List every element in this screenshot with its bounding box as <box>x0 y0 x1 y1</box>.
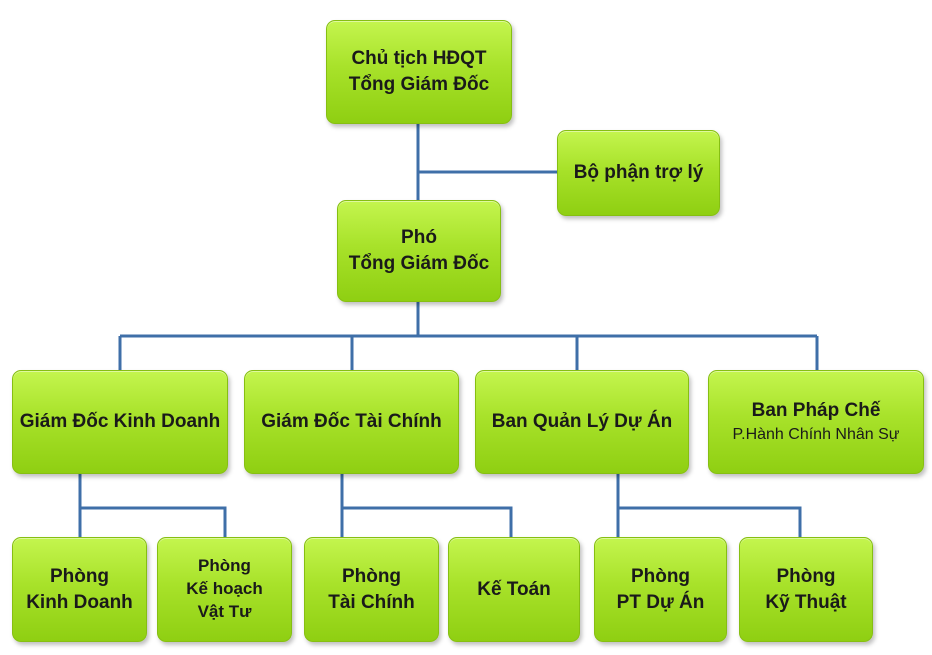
deputy-title: Phó <box>401 227 437 249</box>
deputy-role: Tổng Giám Đốc <box>348 253 490 274</box>
technical-dept-line-2: Kỹ Thuật <box>765 591 847 613</box>
box-business-dept: Phòng Kinh Doanh <box>12 537 147 642</box>
project-dev-line-1: Phòng <box>630 565 691 587</box>
accounting-title: Kế Toán <box>477 578 551 600</box>
box-deputy: Phó Tổng Giám Đốc <box>337 200 501 302</box>
chairman-role: Tổng Giám Đốc <box>348 74 490 95</box>
chairman-title: Chủ tịch HĐQT <box>351 48 487 70</box>
business-director-title: Giám Đốc Kinh Doanh <box>19 411 221 433</box>
box-planning-supply-dept: Phòng Kế hoạch Vật Tư <box>157 537 292 642</box>
box-assistant: Bộ phận trợ lý <box>557 130 720 216</box>
business-dept-line-2: Kinh Doanh <box>26 591 133 613</box>
box-chairman: Chủ tịch HĐQT Tổng Giám Đốc <box>326 20 512 124</box>
connector-project-units <box>616 474 802 537</box>
legal-title: Ban Pháp Chế <box>751 400 881 422</box>
planning-dept-line-2: Kế hoạch <box>186 579 263 599</box>
finance-dept-line-2: Tài Chính <box>328 591 415 613</box>
project-dev-line-2: PT Dự Án <box>616 591 705 613</box>
technical-dept-line-1: Phòng <box>776 565 836 587</box>
box-legal: Ban Pháp Chế P.Hành Chính Nhân Sự <box>708 370 924 474</box>
box-technical-dept: Phòng Kỹ Thuật <box>739 537 873 642</box>
project-management-title: Ban Quản Lý Dự Án <box>491 411 673 433</box>
connector-deputy-departments <box>118 302 819 370</box>
assistant-title: Bộ phận trợ lý <box>573 162 704 184</box>
box-accounting: Kế Toán <box>448 537 580 642</box>
finance-dept-line-1: Phòng <box>341 565 402 587</box>
planning-dept-line-1: Phòng <box>198 556 251 576</box>
box-project-management: Ban Quản Lý Dự Án <box>475 370 689 474</box>
connector-finance-units <box>340 474 513 537</box>
planning-dept-line-3: Vật Tư <box>197 601 252 621</box>
finance-director-title: Giám Đốc Tài Chính <box>261 411 442 433</box>
business-dept-line-1: Phòng <box>49 565 110 587</box>
box-finance-director: Giám Đốc Tài Chính <box>244 370 459 474</box>
box-project-dev-dept: Phòng PT Dự Án <box>594 537 727 642</box>
box-finance-dept: Phòng Tài Chính <box>304 537 439 642</box>
legal-subtitle: P.Hành Chính Nhân Sự <box>732 426 900 444</box>
connector-business-units <box>78 474 227 537</box>
box-business-director: Giám Đốc Kinh Doanh <box>12 370 228 474</box>
